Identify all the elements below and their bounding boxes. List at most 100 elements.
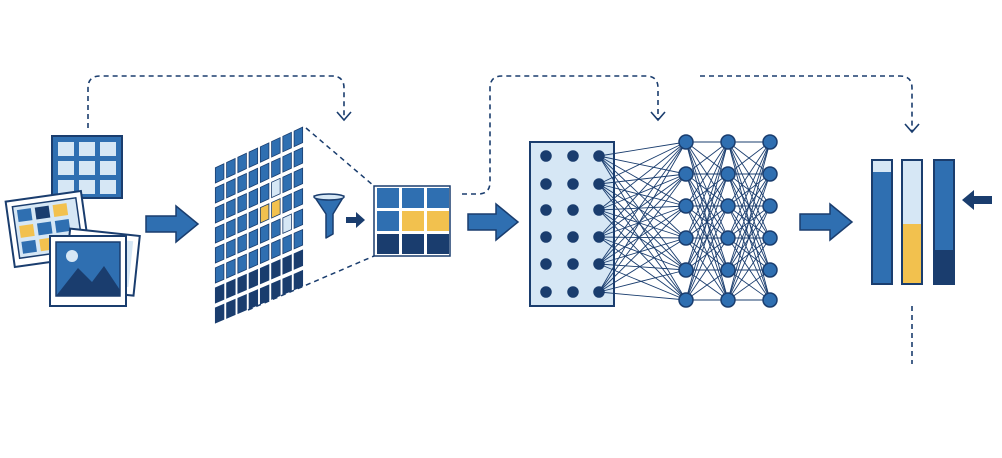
dense-node bbox=[678, 292, 694, 308]
output-bar-1 bbox=[871, 159, 893, 285]
network-edge bbox=[598, 269, 687, 293]
network-edge bbox=[598, 183, 687, 207]
feature-cell bbox=[214, 163, 225, 184]
network-edge bbox=[598, 155, 687, 301]
feature-cell bbox=[226, 298, 236, 319]
feature-cell bbox=[237, 213, 247, 234]
feature-cell bbox=[259, 223, 270, 244]
network-nodes bbox=[540, 134, 778, 308]
feature-cell bbox=[293, 146, 304, 168]
network-edge bbox=[685, 141, 729, 271]
feature-cell bbox=[271, 238, 281, 260]
network-edge bbox=[598, 209, 687, 301]
feature-cell bbox=[248, 248, 259, 269]
dense-node bbox=[720, 134, 736, 150]
landscape-photo-icon bbox=[49, 235, 127, 307]
funnel-icon bbox=[313, 193, 345, 239]
network-edge bbox=[598, 173, 687, 265]
feature-cell bbox=[282, 131, 292, 153]
feature-cell bbox=[282, 172, 292, 194]
input-node bbox=[567, 204, 579, 216]
dense-node bbox=[720, 262, 736, 278]
network-edge bbox=[598, 141, 687, 185]
feature-cell bbox=[271, 259, 281, 280]
feature-cell bbox=[293, 187, 304, 209]
feature-cell bbox=[248, 228, 259, 249]
feature-cell bbox=[226, 157, 236, 179]
feature-cell bbox=[259, 162, 270, 184]
network-edge bbox=[598, 173, 687, 293]
network-edge bbox=[598, 291, 687, 301]
network-edge bbox=[598, 205, 687, 265]
feature-cell bbox=[214, 183, 225, 204]
feature-cell bbox=[282, 254, 292, 275]
grid-card-icon bbox=[51, 135, 123, 199]
feature-cell bbox=[237, 172, 247, 194]
dense-node bbox=[762, 292, 778, 308]
network-edge bbox=[598, 141, 687, 265]
network-edge bbox=[598, 183, 687, 239]
projection-lines bbox=[247, 127, 375, 311]
feature-cell bbox=[214, 243, 225, 264]
network-edge bbox=[727, 141, 771, 301]
feature-cell bbox=[248, 187, 259, 209]
network-edge bbox=[598, 236, 687, 271]
feedback-arrow-3 bbox=[700, 75, 913, 132]
network-edge bbox=[598, 155, 687, 271]
feature-cell bbox=[226, 218, 236, 239]
feature-cell bbox=[259, 142, 270, 163]
input-node bbox=[567, 231, 579, 243]
input-images bbox=[4, 135, 141, 307]
network-edge bbox=[598, 236, 687, 239]
dense-node bbox=[720, 198, 736, 214]
network-edge bbox=[598, 205, 687, 293]
feature-cell bbox=[271, 136, 281, 158]
feature-cell bbox=[214, 223, 225, 244]
dense-node bbox=[762, 134, 778, 150]
network-edge bbox=[598, 173, 687, 185]
network-edge bbox=[727, 141, 771, 207]
feature-cell bbox=[248, 167, 259, 189]
network-edge bbox=[598, 141, 687, 293]
network-edge bbox=[598, 236, 687, 301]
feature-cell bbox=[282, 193, 292, 214]
dense-node bbox=[678, 166, 694, 182]
feature-cell bbox=[259, 203, 270, 224]
network-edge bbox=[727, 141, 771, 175]
feature-cell bbox=[237, 152, 247, 174]
flow-arrow-2 bbox=[467, 202, 520, 242]
feature-cell bbox=[293, 249, 304, 270]
feature-cell bbox=[237, 293, 247, 315]
feature-cell bbox=[271, 218, 281, 239]
feature-cell bbox=[259, 243, 270, 265]
network-edge bbox=[727, 141, 771, 271]
network-edge bbox=[685, 173, 729, 301]
feature-cell bbox=[214, 263, 225, 284]
input-node bbox=[567, 150, 579, 162]
dense-node bbox=[678, 230, 694, 246]
feature-cell bbox=[293, 126, 304, 148]
dense-node bbox=[720, 292, 736, 308]
network-edge bbox=[727, 173, 771, 301]
feature-cell bbox=[271, 279, 281, 300]
feature-cell bbox=[271, 157, 281, 178]
network-edge bbox=[685, 141, 729, 207]
feature-cell bbox=[293, 228, 304, 250]
feedback-arrow-2-head bbox=[650, 111, 666, 122]
network-edge bbox=[598, 209, 687, 271]
input-node bbox=[540, 286, 552, 298]
feature-cell bbox=[237, 273, 247, 294]
network-edge bbox=[598, 183, 687, 301]
feature-cell bbox=[226, 238, 236, 259]
network-edge bbox=[685, 141, 729, 301]
input-node bbox=[540, 178, 552, 190]
network-edge bbox=[598, 237, 687, 293]
output-bar-2 bbox=[901, 159, 923, 285]
output-bar-3 bbox=[933, 159, 955, 285]
flow-arrow-3 bbox=[799, 202, 854, 242]
input-node bbox=[567, 178, 579, 190]
dense-node bbox=[762, 198, 778, 214]
feature-cell bbox=[226, 278, 236, 299]
feature-cell bbox=[293, 167, 304, 189]
